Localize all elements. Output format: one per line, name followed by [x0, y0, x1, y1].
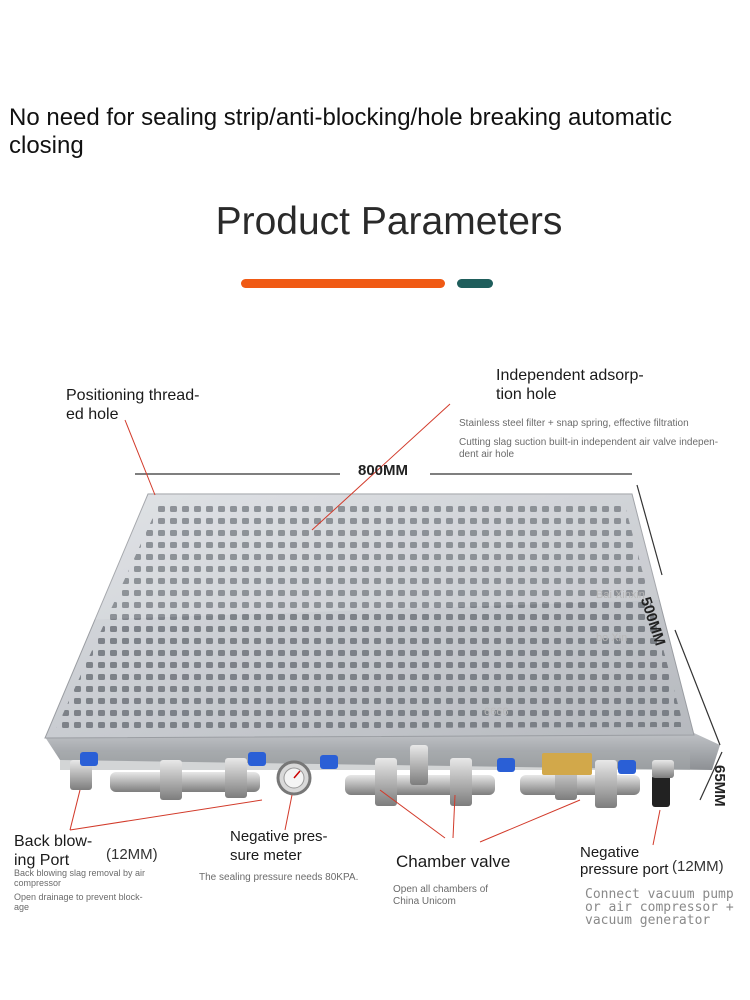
accent-bar-orange: [241, 279, 445, 288]
watermark: Bai Xinxin: [596, 589, 645, 601]
adsorption-hole-label: Independent adsorp- tion hole: [496, 367, 644, 403]
accent-bar-teal: [457, 279, 493, 288]
headline: No need for sealing strip/anti-blocking/…: [9, 104, 673, 159]
section-title: Product Parameters: [215, 200, 563, 243]
chamber-valve-note: Open all chambers of China Unicom: [393, 884, 489, 907]
back-blowing-note-2: Open drainage to prevent block- age: [14, 892, 143, 912]
watermark: 6666: [484, 706, 509, 718]
pressure-meter-note: The sealing pressure needs 80KPA.: [199, 872, 359, 883]
dimension-length: 800MM: [358, 462, 409, 479]
back-blowing-note-1: Back blowing slag removal by air compres…: [14, 868, 146, 888]
dimension-height: 65MM: [711, 765, 728, 807]
adsorption-note-filter: Stainless steel filter + snap spring, ef…: [459, 418, 689, 429]
negative-pressure-port-label: Negative pressure port: [580, 844, 669, 878]
watermark: bo Xin: [596, 632, 628, 644]
pressure-meter-label: Negative pres- sure meter: [230, 828, 328, 864]
back-blowing-label: Back blow- ing Port: [14, 833, 93, 869]
adsorption-note-valve: Cutting slag suction built-in independen…: [459, 437, 719, 460]
positioning-hole-label: Positioning thread- ed hole: [66, 387, 200, 423]
back-blowing-size: (12MM): [106, 846, 158, 863]
chamber-valve-label: Chamber valve: [396, 852, 511, 871]
negative-pressure-port-size: (12MM): [672, 858, 724, 875]
negative-pressure-port-note: Connect vacuum pump or air compressor + …: [585, 887, 734, 928]
